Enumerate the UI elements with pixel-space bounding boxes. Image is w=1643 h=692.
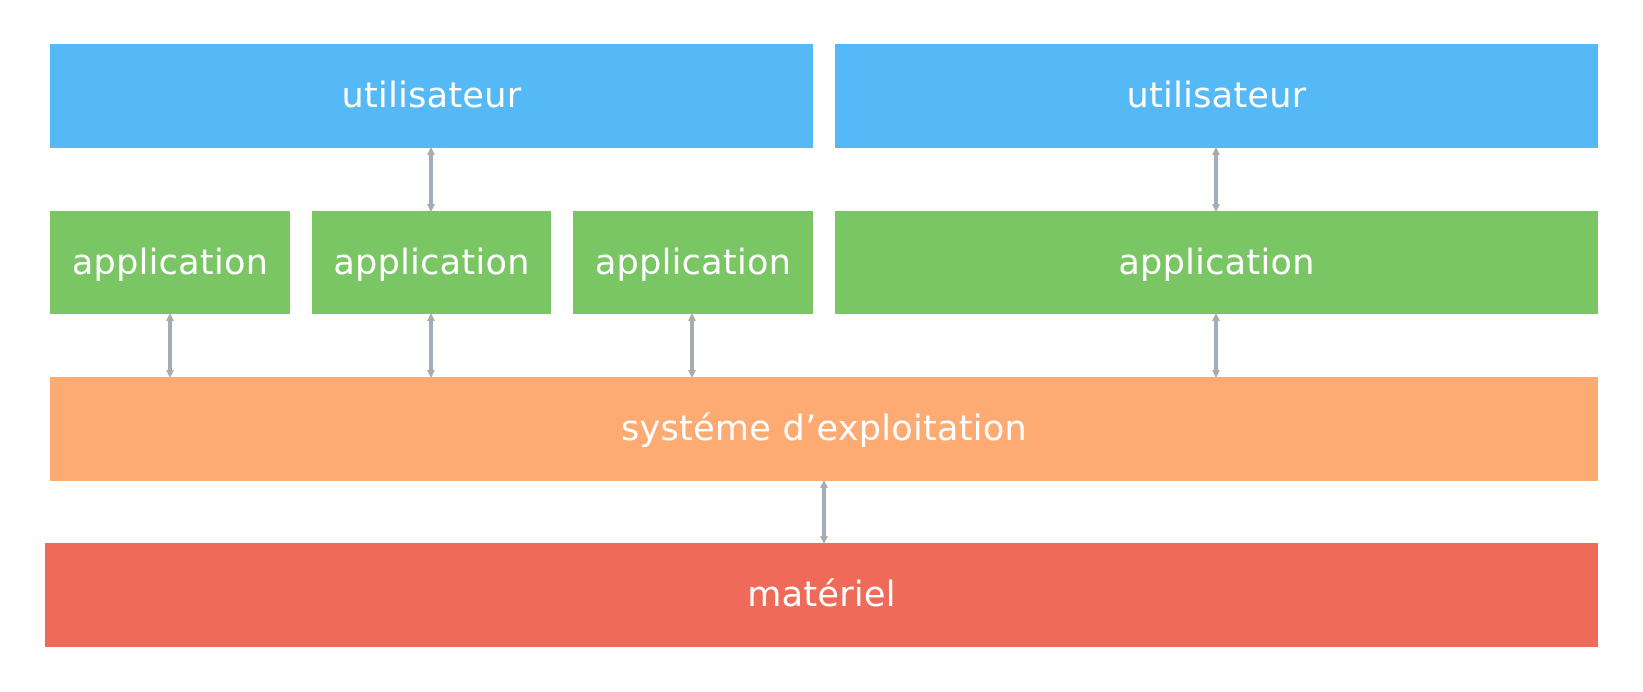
hardware-box: matériel (45, 543, 1598, 647)
application-box-1: application (50, 211, 290, 314)
user-box-2: utilisateur (835, 44, 1598, 148)
application-box-2: application (312, 211, 551, 314)
user-box-1: utilisateur (50, 44, 813, 148)
application-box-3: application (573, 211, 813, 314)
operating-system-box: systéme d’exploitation (50, 377, 1598, 481)
application-box-4: application (835, 211, 1598, 314)
